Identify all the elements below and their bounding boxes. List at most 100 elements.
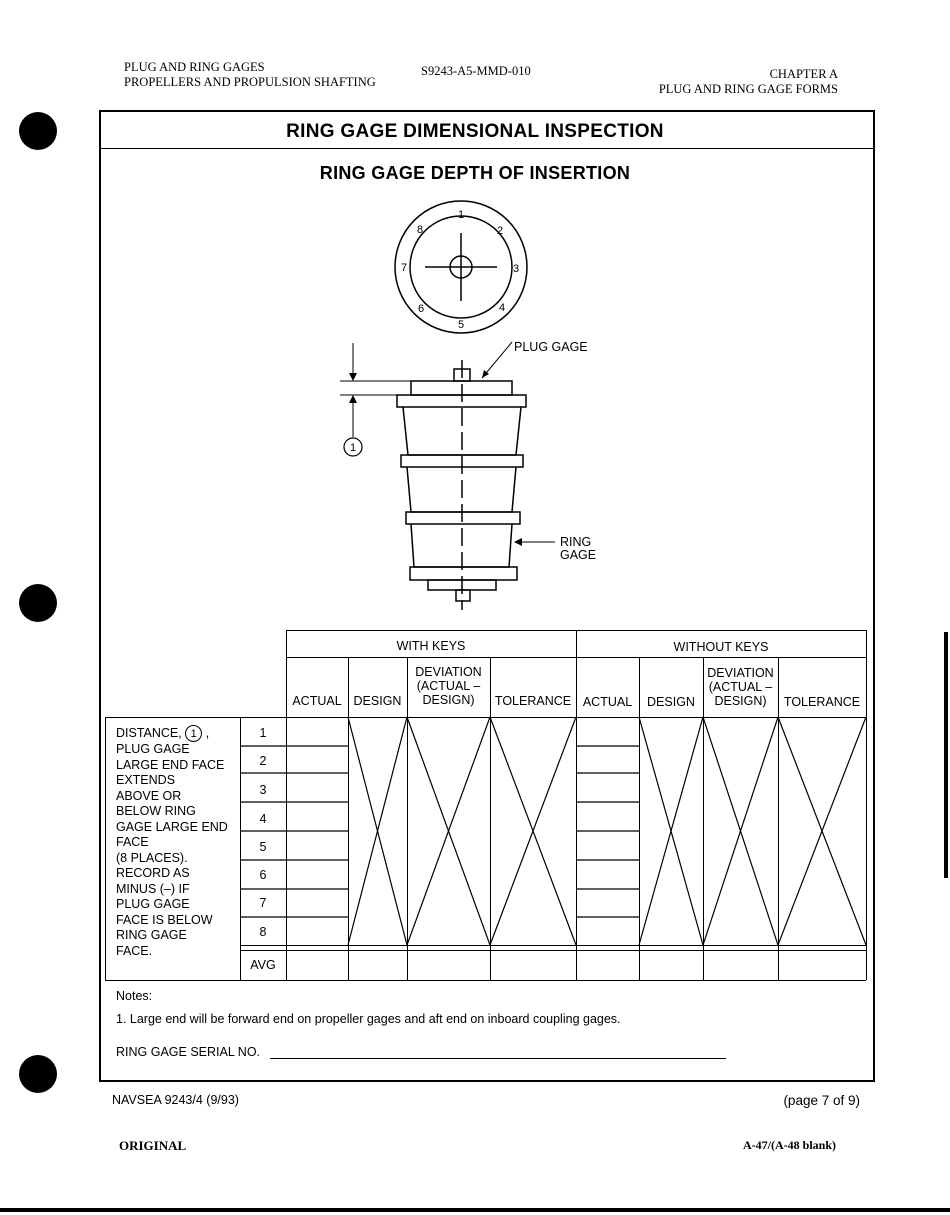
group-with-keys: WITH KEYS	[396, 639, 466, 653]
binder-hole-bottom	[19, 1055, 57, 1093]
arrowhead-up	[349, 395, 357, 403]
col-deviation2-header: DEVIATION (ACTUAL – DESIGN)	[703, 666, 778, 708]
plug-stub-bottom	[455, 589, 471, 602]
arrowhead-ring	[514, 538, 522, 546]
group-without-keys: WITHOUT KEYS	[673, 640, 769, 654]
row-separators	[240, 745, 639, 918]
col-deviation-line3: DESIGN)	[422, 693, 475, 707]
header-right: CHAPTER A PLUG AND RING GAGE FORMS	[659, 67, 838, 97]
header-left-line1: PLUG AND RING GAGES	[124, 60, 265, 74]
row-number-1: 1	[259, 726, 267, 740]
binder-hole-top	[19, 112, 57, 150]
x-tolerance-b	[489, 716, 577, 946]
dim-callout-number: 1	[350, 442, 356, 454]
col-actual2-header: ACTUAL	[582, 695, 633, 709]
header-doc-number: S9243-A5-MMD-010	[421, 64, 531, 78]
row-number-3: 3	[259, 783, 267, 797]
pos-label-7: 7	[401, 262, 407, 274]
pos-label-2: 2	[497, 225, 503, 237]
col-tolerance2-header: TOLERANCE	[783, 695, 861, 709]
form-number: NAVSEA 9243/4 (9/93)	[112, 1093, 239, 1107]
dim-callout-circle	[343, 437, 363, 457]
row-number-2: 2	[259, 754, 267, 768]
table-bottom-line	[105, 980, 866, 981]
original-label: ORIGINAL	[119, 1138, 187, 1153]
desc-line-14: RING GAGE	[116, 928, 187, 942]
desc-line-11: MINUS (–) IF	[116, 881, 190, 896]
desc-line-8: FACE	[116, 835, 149, 849]
note-1: 1. Large end will be forward end on prop…	[116, 1012, 621, 1026]
col-actual-left	[286, 630, 287, 980]
col-design2-header: DESIGN	[647, 695, 695, 709]
col-tolerance-header: TOLERANCE	[494, 694, 572, 708]
notes-heading: Notes:	[116, 989, 153, 1003]
col-deviation-header: DEVIATION (ACTUAL – DESIGN)	[407, 665, 490, 707]
ring-outer-circle	[394, 200, 528, 334]
arrowhead-plug	[482, 370, 489, 378]
row-description: DISTANCE, 1 , PLUG GAGE LARGE END FACE E…	[116, 725, 228, 959]
col-tolerance2-left	[778, 657, 779, 980]
desc-line-9: (8 PLACES).	[116, 850, 188, 865]
left-label-border	[105, 717, 106, 980]
form-title: RING GAGE DIMENSIONAL INSPECTION	[286, 121, 664, 142]
table-right-line	[866, 630, 867, 980]
x-deviation-b	[406, 716, 491, 946]
gage-diagram: 1 2 3 4 5 6 7 8 1 PLUG GAGE RING G	[340, 200, 596, 610]
row-number-8: 8	[259, 925, 267, 939]
desc-line-10: RECORD AS	[116, 866, 190, 880]
col-group-divider	[576, 630, 577, 980]
serial-number-field[interactable]	[270, 1058, 726, 1059]
pos-label-1: 1	[458, 209, 464, 221]
serial-label: RING GAGE SERIAL NO.	[116, 1045, 261, 1059]
pos-label-3: 3	[513, 263, 519, 275]
scan-edge-bar	[0, 1208, 950, 1212]
desc-line-6: BELOW RING	[116, 804, 196, 818]
desc-line-12: PLUG GAGE	[116, 897, 190, 911]
title-divider	[99, 148, 875, 149]
col-design-left	[348, 657, 349, 980]
pos-label-8: 8	[417, 224, 423, 236]
ring-gage-label-1: RING	[560, 535, 591, 549]
page-number: A-47/(A-48 blank)	[742, 1138, 836, 1152]
avg-top-line-1	[240, 945, 866, 946]
row-number-left	[240, 717, 241, 980]
binder-hole-middle	[19, 584, 57, 622]
desc-comma: ,	[205, 725, 210, 740]
col-deviation-line2: (ACTUAL –	[416, 679, 481, 693]
col-design-header: DESIGN	[353, 694, 402, 708]
desc-callout-circle: 1	[185, 725, 203, 742]
desc-distance: DISTANCE,	[116, 725, 182, 740]
col-actual-header: ACTUAL	[292, 694, 342, 708]
ring-inner-circle	[409, 215, 513, 319]
desc-line-4: EXTENDS	[116, 773, 176, 787]
col-deviation2-line1: DEVIATION	[707, 666, 774, 680]
scan-edge-right	[944, 632, 948, 878]
header-bottom-line	[105, 717, 866, 718]
ring-gage-label-2: GAGE	[560, 548, 596, 562]
avg-top-line-2	[240, 950, 866, 951]
crossed-out-cells	[347, 716, 867, 946]
pos-label-5: 5	[458, 319, 464, 331]
position-labels: 1 2 3 4 5 6 7 8	[401, 209, 519, 331]
page-of: (page 7 of 9)	[783, 1093, 860, 1108]
header-left-line2: PROPELLERS AND PROPULSION SHAFTING	[124, 75, 376, 89]
col-deviation-left	[407, 657, 408, 980]
col-deviation2-left	[703, 657, 704, 980]
header-right-line1: CHAPTER A	[769, 67, 838, 81]
header-left: PLUG AND RING GAGES PROPELLERS AND PROPU…	[124, 60, 376, 90]
x-design2-b	[638, 716, 704, 946]
arrowheads	[349, 370, 522, 546]
end-view	[394, 200, 528, 334]
col-tolerance-left	[490, 657, 491, 980]
row-number-7: 7	[259, 896, 267, 910]
row-number-6: 6	[259, 868, 267, 882]
form-frame	[99, 110, 875, 1082]
desc-line-13: FACE IS BELOW	[116, 912, 213, 927]
pos-label-4: 4	[499, 302, 505, 314]
x-tolerance2-b	[777, 716, 867, 946]
col-deviation2-line2: (ACTUAL –	[708, 680, 773, 694]
row-number-avg: AVG	[250, 958, 276, 972]
pos-label-6: 6	[418, 303, 424, 315]
x-deviation2-b	[702, 716, 779, 946]
